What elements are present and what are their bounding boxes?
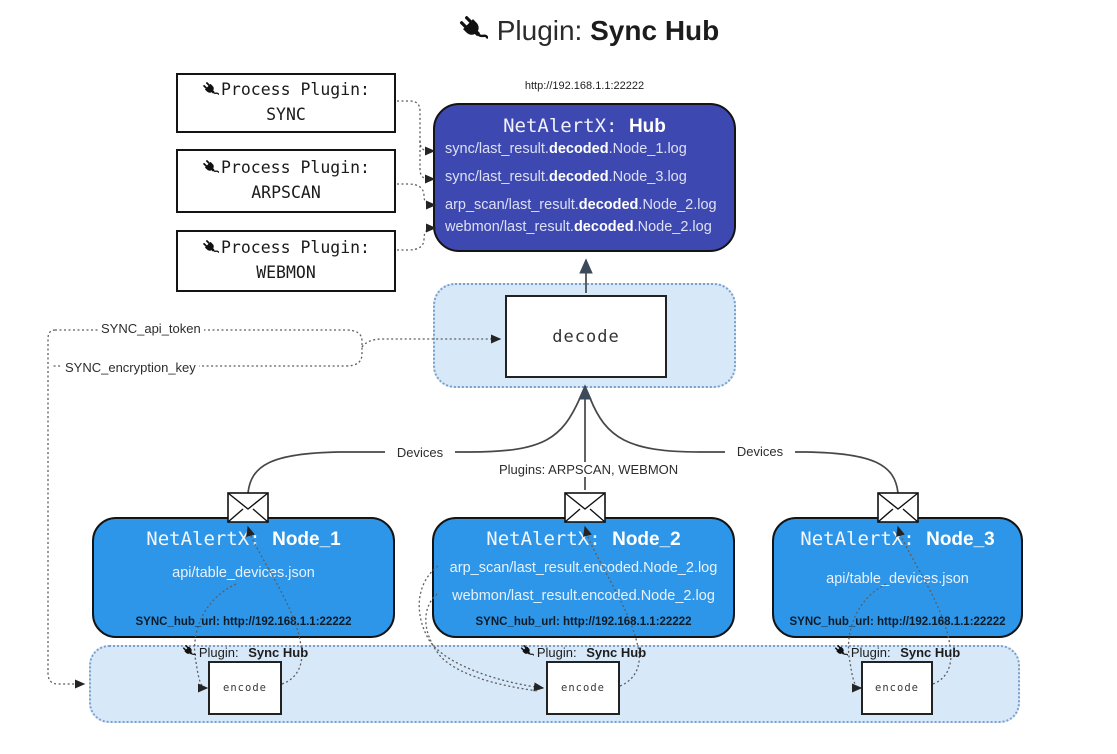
sync-encryption-key-label: SYNC_encryption_key [62,360,199,375]
node-file-line: api/table_devices.json [826,571,969,587]
encode-box: encode [208,661,282,715]
plug-icon [202,159,219,178]
envelope-icon [877,492,919,523]
plug-icon [458,14,488,48]
hub-box: NetAlertX: Hub sync/last_result.decoded.… [433,103,736,252]
process-plugin-box-sync: Process Plugin: SYNC [176,73,396,133]
edge-sync-to-hub-line2 [419,141,436,184]
title-name: Sync Hub [590,15,720,46]
edge-label-devices-right: Devices [725,444,795,459]
process-plugin-label: Process Plugin: [220,238,370,258]
edge-webmon-to-hub-line4 [397,223,437,251]
envelope-icon [227,492,269,523]
encoder-label: Plugin: Sync Hub [175,644,315,660]
process-plugin-label: Process Plugin: [220,80,370,100]
hub-title: NetAlertX: Hub [435,115,734,138]
envelope-icon [564,492,606,523]
hub-log-line: sync/last_result.decoded.Node_1.log [445,141,687,157]
node-file-line: arp_scan/last_result.encoded.Node_2.log [449,560,718,576]
plug-icon [834,644,848,660]
title-prefix: Plugin: [496,15,583,46]
edge-label-devices-left: Devices [385,445,455,460]
node-hub-url: SYNC_hub_url: http://192.168.1.1:22222 [475,616,692,628]
node-file-line: api/table_devices.json [172,565,315,581]
process-plugin-name: SYNC [266,105,306,124]
plug-icon [520,644,534,660]
node-title: NetAlertX: Node_2 [486,528,681,550]
node-file-line: webmon/last_result.encoded.Node_2.log [452,588,715,604]
encode-box: encode [546,661,620,715]
hub-log-line: arp_scan/last_result.decoded.Node_2.log [445,197,717,213]
node-hub-url: SYNC_hub_url: http://192.168.1.1:22222 [135,616,352,628]
edge-arpscan-to-hub-line3 [397,183,437,210]
node-hub-url: SYNC_hub_url: http://192.168.1.1:22222 [789,616,1006,628]
node-box-node-3: NetAlertX: Node_3 api/table_devices.json… [772,517,1023,638]
hub-log-line: sync/last_result.decoded.Node_3.log [445,169,687,185]
edge-label-plugins-middle: Plugins: ARPSCAN, WEBMON [496,462,678,477]
node-box-node-1: NetAlertX: Node_1 api/table_devices.json… [92,517,395,638]
process-plugin-box-arpscan: Process Plugin: ARPSCAN [176,149,396,213]
hub-title-prefix: NetAlertX: [503,115,629,137]
node-title: NetAlertX: Node_3 [800,528,995,550]
decode-box: decode [505,295,667,378]
process-plugin-label: Process Plugin: [220,158,370,178]
node-title: NetAlertX: Node_1 [146,528,341,550]
process-plugin-name: WEBMON [256,263,316,282]
plug-icon [202,239,219,258]
hub-title-name: Hub [628,116,666,137]
plug-icon [182,644,196,660]
encoder-label: Plugin: Sync Hub [513,644,653,660]
encoder-label: Plugin: Sync Hub [827,644,967,660]
encode-box: encode [861,661,933,715]
process-plugin-box-webmon: Process Plugin: WEBMON [176,230,396,292]
page-title: Plugin: Sync Hub [0,14,1117,48]
hub-log-line: webmon/last_result.decoded.Node_2.log [445,219,712,235]
node-box-node-2: NetAlertX: Node_2 arp_scan/last_result.e… [432,517,735,638]
edge-sync-to-hub-line1 [397,100,436,156]
plug-icon [202,81,219,100]
edge-secrets-to-encoders [47,329,86,689]
process-plugin-name: ARPSCAN [251,183,321,202]
page-title-text: Plugin: Sync Hub [497,15,720,47]
sync-api-token-label: SYNC_api_token [98,321,204,336]
hub-url-label: http://192.168.1.1:22222 [524,80,645,92]
